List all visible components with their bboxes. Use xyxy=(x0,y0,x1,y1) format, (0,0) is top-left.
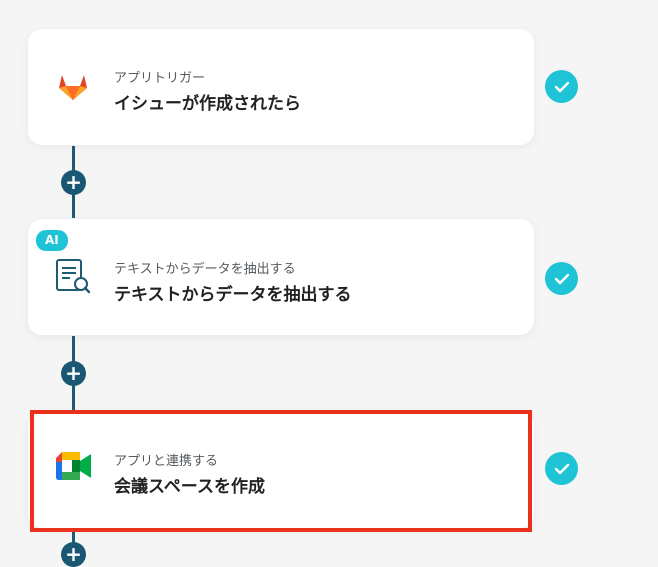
step-complete-check-icon xyxy=(545,70,578,103)
google-meet-icon xyxy=(54,448,92,486)
flow-step-card-create-meeting-space[interactable]: アプリと連携する 会議スペースを作成 xyxy=(28,412,534,528)
add-step-button[interactable]: + xyxy=(61,542,86,567)
step-complete-check-icon xyxy=(545,262,578,295)
document-search-icon xyxy=(54,257,92,295)
step-title: テキストからデータを抽出する xyxy=(114,285,352,305)
step-title: イシューが作成されたら xyxy=(114,94,301,114)
ai-badge: AI xyxy=(36,230,68,251)
flow-step-card-ai-extract[interactable]: テキストからデータを抽出する テキストからデータを抽出する xyxy=(28,219,534,335)
step-subtitle: アプリトリガー xyxy=(114,71,206,86)
step-complete-check-icon xyxy=(545,452,578,485)
step-subtitle: テキストからデータを抽出する xyxy=(114,262,296,277)
step-subtitle: アプリと連携する xyxy=(114,454,219,469)
flow-step-card-trigger[interactable]: アプリトリガー イシューが作成されたら xyxy=(28,29,534,145)
gitlab-icon xyxy=(54,67,92,105)
connector-line xyxy=(72,530,75,552)
step-title: 会議スペースを作成 xyxy=(114,477,265,497)
add-step-button[interactable]: + xyxy=(61,170,86,195)
add-step-button[interactable]: + xyxy=(61,361,86,386)
